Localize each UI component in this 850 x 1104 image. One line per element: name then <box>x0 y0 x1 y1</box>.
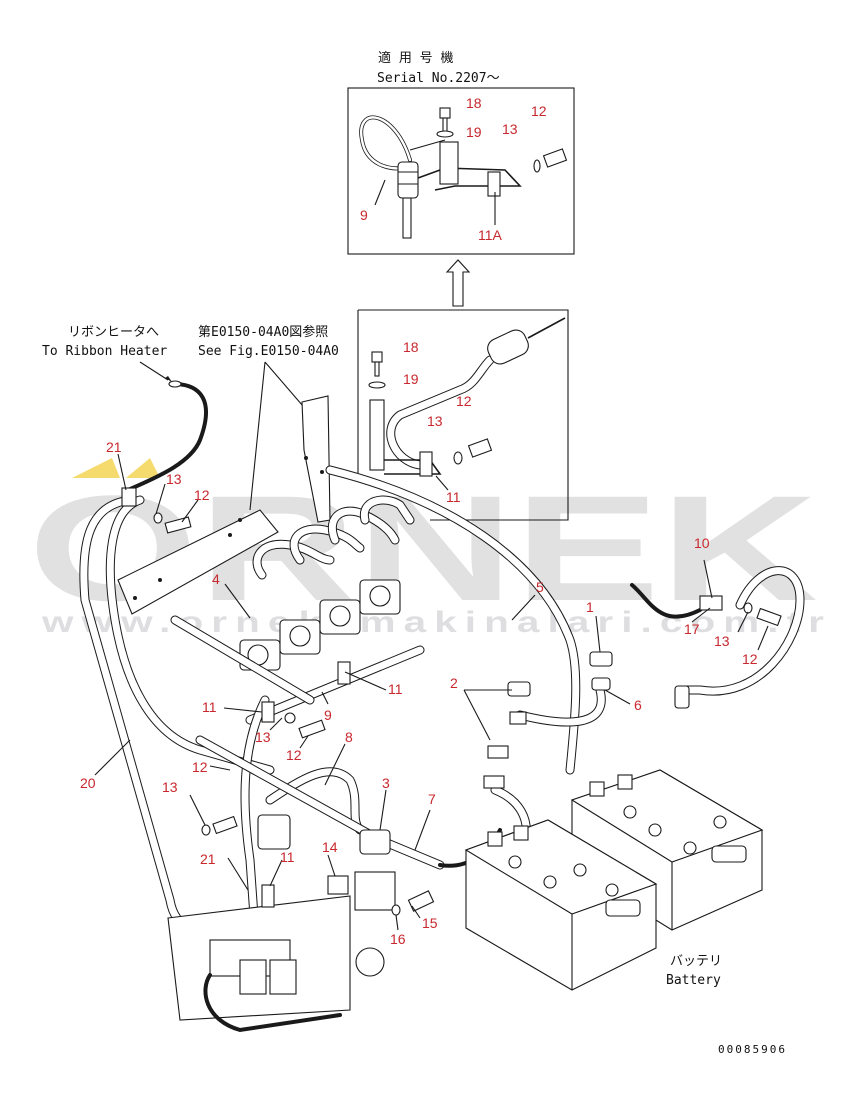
label-12-top: 12 <box>531 103 547 119</box>
label-12-left: 12 <box>194 487 210 503</box>
serial-inset-frame <box>347 87 575 255</box>
label-13-mid: 13 <box>427 413 443 429</box>
label-2: 2 <box>450 675 458 691</box>
label-19-top: 19 <box>466 124 482 140</box>
ribbon-note-jp: リボンヒータへ <box>68 325 159 340</box>
watermark: ORNEK www.orneksmakinalari.com.tr <box>28 458 826 639</box>
drawing-code: 00085906 <box>718 1043 787 1056</box>
battery-note-en: Battery <box>666 973 721 988</box>
serial-inset: 適 用 号 機 Serial No.2207～ 18 19 13 12 9 11… <box>347 50 575 255</box>
label-13-right: 13 <box>714 633 730 649</box>
label-3: 3 <box>382 775 390 791</box>
label-20: 20 <box>80 775 96 791</box>
label-12-mid: 12 <box>456 393 472 409</box>
label-15: 15 <box>422 915 438 931</box>
label-12-right: 12 <box>742 651 758 667</box>
battery-front <box>464 819 658 991</box>
label-4: 4 <box>212 571 220 587</box>
label-7: 7 <box>428 791 436 807</box>
label-11-mid: 11 <box>446 489 461 505</box>
label-9-top: 9 <box>360 207 368 223</box>
label-5: 5 <box>536 579 544 595</box>
main-harness <box>79 380 805 1033</box>
ribbon-note-en: To Ribbon Heater <box>42 344 167 359</box>
label-21-b: 21 <box>200 851 216 867</box>
label-10: 10 <box>694 535 710 551</box>
label-17: 17 <box>684 621 700 637</box>
label-18-top: 18 <box>466 95 482 111</box>
leader-lines <box>94 453 769 931</box>
label-13-b: 13 <box>255 729 271 745</box>
part-labels: 21 13 12 4 10 17 13 12 5 1 2 6 11 11 13 … <box>80 439 758 947</box>
label-18-mid: 18 <box>403 339 419 355</box>
label-8: 8 <box>345 729 353 745</box>
label-12-b: 12 <box>286 747 302 763</box>
watermark-brand: ORNEK <box>28 464 818 632</box>
label-16: 16 <box>390 931 406 947</box>
mounting-plate <box>117 509 279 615</box>
label-6: 6 <box>634 697 642 713</box>
label-11-c: 11 <box>280 849 295 865</box>
label-12-c: 12 <box>192 759 208 775</box>
label-9: 9 <box>324 707 332 723</box>
label-13-left: 13 <box>166 471 182 487</box>
detail-inset-frame <box>357 309 569 521</box>
label-11-b: 11 <box>388 681 403 697</box>
detail-inset: 18 19 12 13 11 <box>357 309 569 521</box>
label-14: 14 <box>322 839 338 855</box>
serial-note-en: Serial No.2207～ <box>377 71 500 86</box>
seefig-note-en: See Fig.E0150-04A0 <box>198 344 339 359</box>
serial-note-jp: 適 用 号 機 <box>378 50 453 66</box>
label-13-c: 13 <box>162 779 178 795</box>
label-19-mid: 19 <box>403 371 419 387</box>
label-11-a: 11 <box>202 699 217 715</box>
label-11a-top: 11A <box>478 227 503 243</box>
battery-note-jp: バッテリ <box>670 954 722 969</box>
watermark-accent-right <box>126 458 160 478</box>
watermark-accent-left <box>72 458 120 478</box>
label-13-top: 13 <box>502 121 518 137</box>
up-arrow <box>445 259 471 307</box>
label-21-left: 21 <box>106 439 122 455</box>
label-1: 1 <box>586 599 594 615</box>
seefig-note-jp: 第E0150-04A0図参照 <box>198 324 328 340</box>
